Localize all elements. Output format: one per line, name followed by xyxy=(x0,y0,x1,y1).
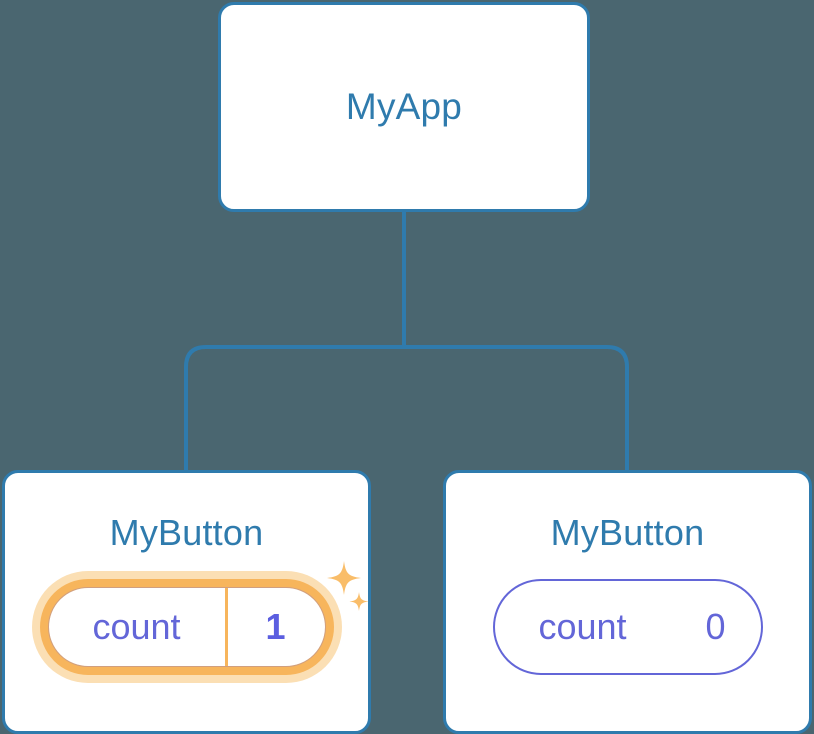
state-divider-left xyxy=(224,588,228,666)
state-pill-right-wrap: count 0 xyxy=(492,579,763,675)
state-key-left: count xyxy=(92,606,181,647)
node-mybutton-left[interactable]: MyButton count 1 xyxy=(2,470,371,734)
node-myapp[interactable]: MyApp xyxy=(218,2,590,212)
connector-branch-left xyxy=(184,345,404,470)
node-mybutton-left-title: MyButton xyxy=(109,512,264,553)
state-pill-right[interactable]: count 0 xyxy=(492,579,763,675)
state-value-left: 1 xyxy=(265,606,286,647)
state-key-right: count xyxy=(538,606,627,647)
connector-branch-right xyxy=(404,345,629,470)
state-pill-left-wrap: count 1 xyxy=(39,561,368,675)
node-mybutton-right-title: MyButton xyxy=(550,512,705,553)
node-myapp-title: MyApp xyxy=(345,86,463,127)
state-pill-left[interactable]: count 1 xyxy=(39,579,334,675)
state-value-right: 0 xyxy=(705,606,726,647)
node-mybutton-right[interactable]: MyButton count 0 xyxy=(443,470,812,734)
